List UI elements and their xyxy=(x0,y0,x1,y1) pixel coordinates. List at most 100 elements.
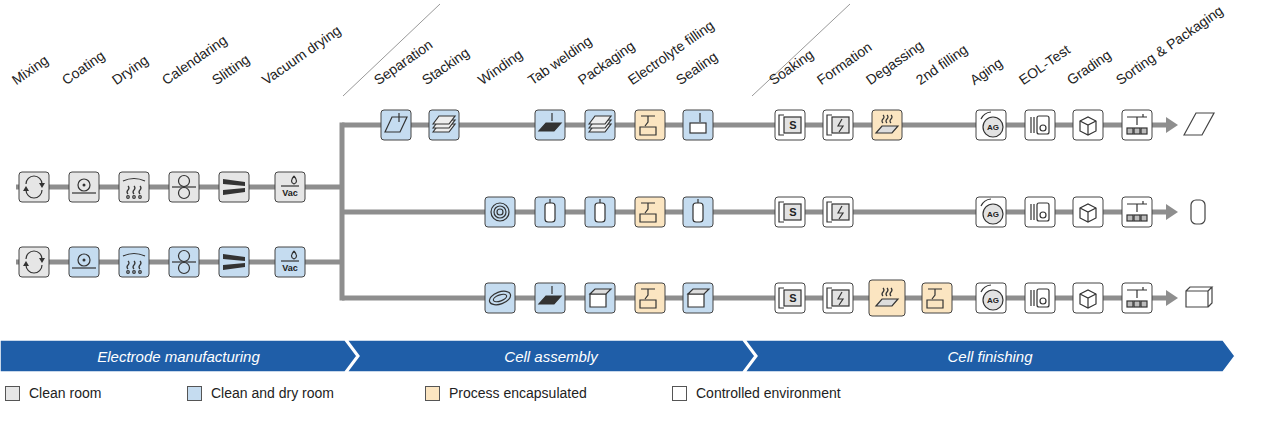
drawing-stroke xyxy=(983,290,1003,310)
drawing-stroke xyxy=(1127,128,1133,134)
drawing-stroke xyxy=(488,289,513,308)
process-icon xyxy=(635,197,665,227)
drawing-stroke xyxy=(292,251,297,259)
process-icon xyxy=(976,110,1006,140)
drawing-stroke xyxy=(590,294,606,307)
drawing-stroke xyxy=(1141,215,1147,221)
drawing-stroke xyxy=(688,289,709,294)
drawing-stroke xyxy=(223,188,245,195)
drawing-stroke xyxy=(599,199,600,203)
drawing-stroke xyxy=(832,204,849,220)
drawing-stroke xyxy=(827,288,832,308)
drawing-stroke xyxy=(78,179,90,191)
icon-label: Vac xyxy=(282,188,298,198)
drawing-stroke xyxy=(784,117,801,133)
drawing-stroke xyxy=(779,115,784,135)
drawing-stroke xyxy=(690,123,706,133)
drawing-stroke xyxy=(72,192,96,193)
process-icon xyxy=(869,280,905,316)
phase-separator xyxy=(752,4,850,96)
process-icon xyxy=(429,110,459,140)
process-icon xyxy=(823,197,853,227)
drawing-stroke xyxy=(491,203,509,221)
process-icon xyxy=(1025,197,1055,227)
drawing-stroke xyxy=(223,179,245,186)
drawing-stroke xyxy=(882,115,884,123)
process-icon xyxy=(1122,283,1152,313)
process-icon xyxy=(585,283,615,313)
phase-band: Electrode manufacturing xyxy=(0,340,357,372)
legend-text: Clean room xyxy=(29,385,101,401)
process-icon xyxy=(775,197,805,227)
process-icon xyxy=(922,283,952,313)
drawing-stroke xyxy=(1080,290,1096,308)
drawing-stroke xyxy=(1127,114,1147,125)
drawing-stroke xyxy=(890,288,892,296)
drawing-stroke xyxy=(981,112,991,119)
drawing-stroke xyxy=(72,267,96,268)
process-icon xyxy=(635,283,665,313)
drawing-stroke xyxy=(927,289,943,308)
drawing-stroke xyxy=(1080,117,1096,135)
process-icon xyxy=(535,283,565,313)
drawing-stroke xyxy=(981,199,991,206)
process-icon xyxy=(119,247,149,277)
drawing-stroke xyxy=(1134,215,1140,221)
flow-arrowhead xyxy=(1166,117,1178,133)
phase-band: Cell assembly xyxy=(347,340,755,372)
drawing-stroke xyxy=(838,292,843,305)
drawing-stroke xyxy=(551,286,552,294)
drawing-stroke xyxy=(26,176,42,198)
drawing-stroke xyxy=(1134,301,1140,307)
process-icon xyxy=(535,197,565,227)
drawing-stroke xyxy=(223,254,245,261)
drawing-stroke xyxy=(133,196,136,199)
drawing-stroke xyxy=(139,271,142,274)
drawing-stroke xyxy=(127,261,129,269)
phase-title: Cell finishing xyxy=(947,348,1032,365)
drawing-stroke xyxy=(1030,204,1031,220)
drawing-stroke xyxy=(1037,116,1049,134)
drawing-stroke xyxy=(139,186,141,194)
drawing-stroke xyxy=(1037,289,1049,307)
drawing-stroke xyxy=(83,184,86,187)
process-icon xyxy=(1025,283,1055,313)
drawing-stroke xyxy=(223,263,245,270)
process-icon xyxy=(485,197,515,227)
process-icon xyxy=(219,172,249,202)
drawing-stroke xyxy=(983,204,1003,224)
process-icon xyxy=(976,283,1006,313)
process-icon xyxy=(1025,110,1055,140)
drawing-stroke xyxy=(640,203,656,222)
drawing-stroke xyxy=(699,113,700,122)
drawing-stroke xyxy=(838,119,843,132)
process-icon xyxy=(381,110,411,140)
drawing-stroke xyxy=(179,251,190,262)
drawing-stroke xyxy=(1030,117,1031,133)
drawing-stroke xyxy=(1080,121,1096,135)
drawing-stroke xyxy=(83,259,86,262)
process-icon xyxy=(775,283,805,313)
process-icon xyxy=(19,247,49,277)
drawing-stroke xyxy=(1033,117,1034,133)
icon-label: AG xyxy=(987,296,999,305)
drawing-stroke xyxy=(398,113,399,122)
process-icon xyxy=(275,172,305,202)
drawing-stroke xyxy=(123,179,145,182)
icon-label: S xyxy=(789,292,796,304)
step-header: Mixing xyxy=(9,52,51,88)
drawing-stroke xyxy=(1040,298,1046,304)
legend-swatch xyxy=(5,386,20,401)
legend-text: Process encapsulated xyxy=(449,385,587,401)
chevron-fill xyxy=(347,340,755,372)
drawing-stroke xyxy=(133,271,136,274)
drawing-stroke xyxy=(1040,125,1046,131)
process-icon xyxy=(683,110,713,140)
phase-title: Cell assembly xyxy=(504,348,597,365)
step-header: EOL-Test xyxy=(1016,41,1073,88)
drawing-stroke xyxy=(39,183,45,188)
process-icon xyxy=(1073,110,1103,140)
icon-label: AG xyxy=(987,210,999,219)
drawing-stroke xyxy=(385,117,407,132)
process-icon xyxy=(119,172,149,202)
